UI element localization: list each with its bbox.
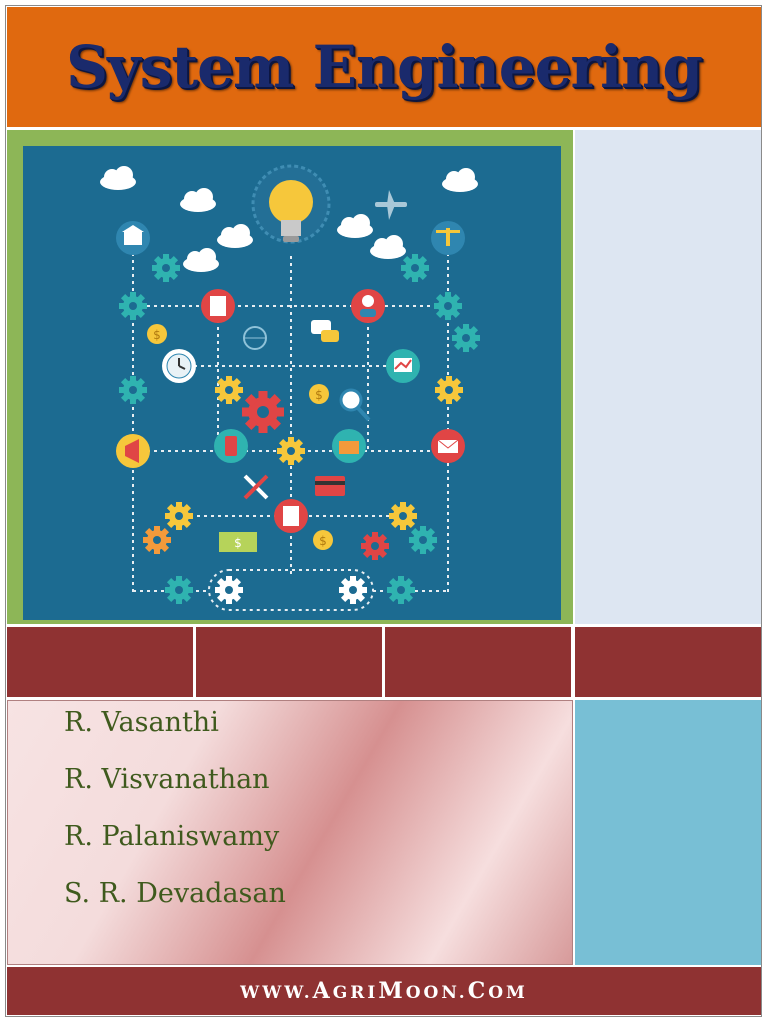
cloud-icon bbox=[337, 214, 373, 238]
connector-lines bbox=[132, 246, 449, 596]
gear-icon bbox=[361, 532, 389, 560]
author-name: R. Visvanathan bbox=[64, 764, 270, 795]
svg-text:$: $ bbox=[153, 328, 161, 342]
gear-icon bbox=[152, 254, 180, 282]
author-name: S. R. Devadasan bbox=[64, 878, 286, 909]
gear-icon bbox=[401, 254, 429, 282]
gear-icon bbox=[215, 376, 243, 404]
calculator-icon bbox=[274, 499, 308, 533]
cloud-icon bbox=[370, 235, 406, 259]
lightbulb-icon bbox=[251, 164, 331, 244]
banknote-icon: $ bbox=[219, 532, 257, 552]
bank-icon bbox=[116, 221, 150, 255]
band-cell bbox=[196, 627, 382, 697]
right-panel bbox=[575, 130, 761, 624]
cloud-icon bbox=[183, 248, 219, 272]
website-link[interactable]: WWW.AGRIMOON.COM bbox=[240, 978, 528, 1004]
gear-icon bbox=[452, 324, 480, 352]
gear-icon bbox=[242, 391, 284, 433]
cloud-icon bbox=[100, 166, 136, 190]
megaphone-icon bbox=[116, 434, 150, 468]
chart-icon bbox=[386, 349, 420, 383]
gear-icon bbox=[389, 502, 417, 530]
chat-icon bbox=[311, 320, 339, 342]
gear-icon bbox=[409, 526, 437, 554]
gear-icon bbox=[277, 437, 305, 465]
gear-icon bbox=[143, 526, 171, 554]
phone-icon bbox=[214, 429, 248, 463]
title-band: System Engineering bbox=[7, 7, 761, 127]
gear-icon bbox=[165, 576, 193, 604]
authors-box: R. Vasanthi R. Visvanathan R. Palaniswam… bbox=[7, 700, 573, 965]
gear-icon bbox=[119, 376, 147, 404]
svg-text:$: $ bbox=[315, 388, 323, 402]
cloud-icon bbox=[217, 224, 253, 248]
credit-card-icon bbox=[315, 476, 345, 496]
gear-icon bbox=[165, 502, 193, 530]
gear-icon bbox=[435, 376, 463, 404]
footer-band: WWW.AGRIMOON.COM bbox=[7, 967, 761, 1015]
globe-icon bbox=[243, 326, 267, 350]
band-cell bbox=[385, 627, 571, 697]
cover-illustration-frame: $ $ $ $ bbox=[7, 130, 573, 624]
dollar-coin-icon: $ bbox=[313, 530, 333, 550]
band-cell bbox=[575, 627, 761, 697]
cover-illustration: $ $ $ $ bbox=[23, 146, 561, 620]
clock-icon bbox=[162, 349, 196, 383]
page-border bbox=[5, 5, 762, 1017]
band-cell bbox=[7, 627, 193, 697]
gear-icon bbox=[387, 576, 415, 604]
cloud-icon bbox=[180, 188, 216, 212]
conveyor-icon bbox=[208, 569, 374, 611]
author-name: R. Palaniswamy bbox=[64, 821, 280, 852]
blue-panel bbox=[575, 700, 761, 965]
tools-icon bbox=[243, 474, 269, 500]
briefcase-icon bbox=[332, 429, 366, 463]
dollar-coin-icon: $ bbox=[309, 384, 329, 404]
dollar-coin-icon: $ bbox=[147, 324, 167, 344]
svg-text:$: $ bbox=[234, 536, 242, 550]
svg-text:$: $ bbox=[319, 534, 327, 548]
mail-icon bbox=[431, 429, 465, 463]
gear-icon bbox=[119, 292, 147, 320]
book-title: System Engineering bbox=[66, 33, 703, 101]
gear-icon bbox=[434, 292, 462, 320]
airplane-icon bbox=[375, 190, 407, 220]
cloud-icon bbox=[442, 168, 478, 192]
clipboard-icon bbox=[201, 289, 235, 323]
author-name: R. Vasanthi bbox=[64, 707, 219, 738]
user-icon bbox=[351, 289, 385, 323]
magnifier-icon bbox=[339, 388, 371, 422]
scales-icon bbox=[431, 221, 465, 255]
